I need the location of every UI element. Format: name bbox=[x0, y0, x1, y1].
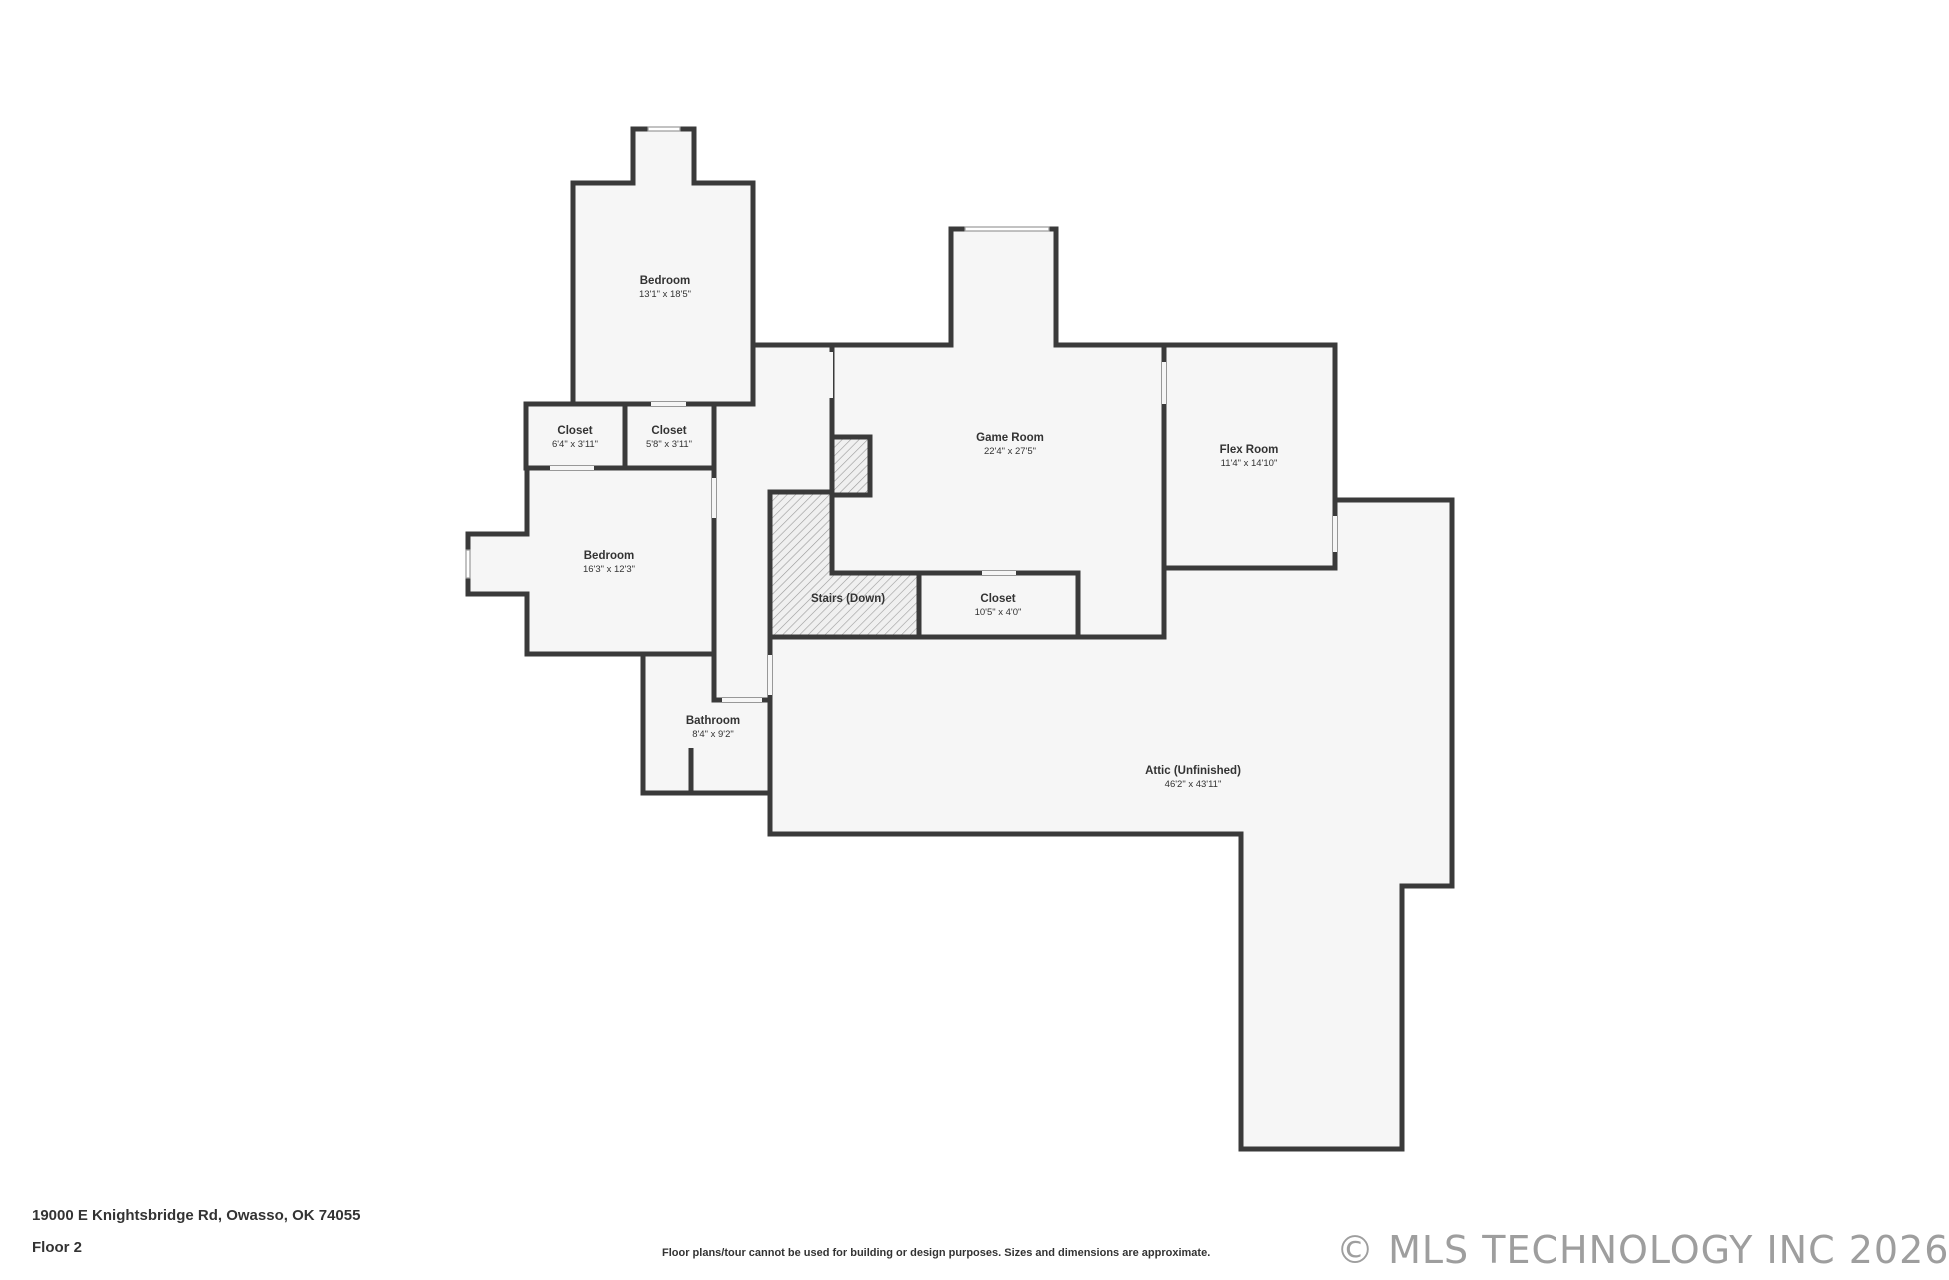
window-game-room bbox=[964, 226, 1050, 232]
room-dims: 8'4" x 9'2" bbox=[692, 729, 734, 740]
room-name: Closet bbox=[980, 593, 1015, 605]
room-name: Stairs (Down) bbox=[811, 593, 885, 605]
room-dims: 46'2" x 43'11" bbox=[1165, 779, 1222, 790]
room-bedroom-top bbox=[570, 126, 756, 407]
room-name: Bedroom bbox=[640, 275, 690, 287]
room-name: Bathroom bbox=[686, 715, 740, 727]
room-dims: 13'1" x 18'5" bbox=[639, 289, 691, 300]
room-bedroom-left bbox=[465, 465, 717, 657]
room-name: Game Room bbox=[976, 432, 1044, 444]
room-closet-3 bbox=[916, 570, 1081, 640]
room-name: Attic (Unfinished) bbox=[1145, 765, 1241, 777]
room-name: Closet bbox=[557, 425, 592, 437]
floor-label: Floor 2 bbox=[32, 1239, 83, 1256]
room-dims: 10'5" x 4'0" bbox=[975, 607, 1022, 618]
room-name: Closet bbox=[651, 425, 686, 437]
room-dims: 5'8" x 3'11" bbox=[646, 439, 692, 450]
room-dims: 22'4" x 27'5" bbox=[984, 446, 1036, 457]
room-dims: 16'3" x 12'3" bbox=[583, 564, 635, 575]
window-bedroom-top bbox=[647, 126, 681, 132]
property-address: 19000 E Knightsbridge Rd, Owasso, OK 740… bbox=[32, 1207, 361, 1224]
room-attic bbox=[767, 497, 1455, 1152]
room-flex-room bbox=[1161, 342, 1338, 571]
room-dims: 11'4" x 14'10" bbox=[1221, 458, 1278, 469]
room-dims: 6'4" x 3'11" bbox=[552, 439, 598, 450]
room-name: Flex Room bbox=[1220, 444, 1279, 456]
copyright-watermark: © MLS TECHNOLOGY INC 2026 bbox=[1336, 1228, 1949, 1272]
chimney-block bbox=[829, 434, 873, 498]
window-bedroom-left bbox=[465, 549, 471, 579]
room-name: Bedroom bbox=[584, 550, 634, 562]
disclaimer-text: Floor plans/tour cannot be used for buil… bbox=[662, 1247, 1211, 1259]
